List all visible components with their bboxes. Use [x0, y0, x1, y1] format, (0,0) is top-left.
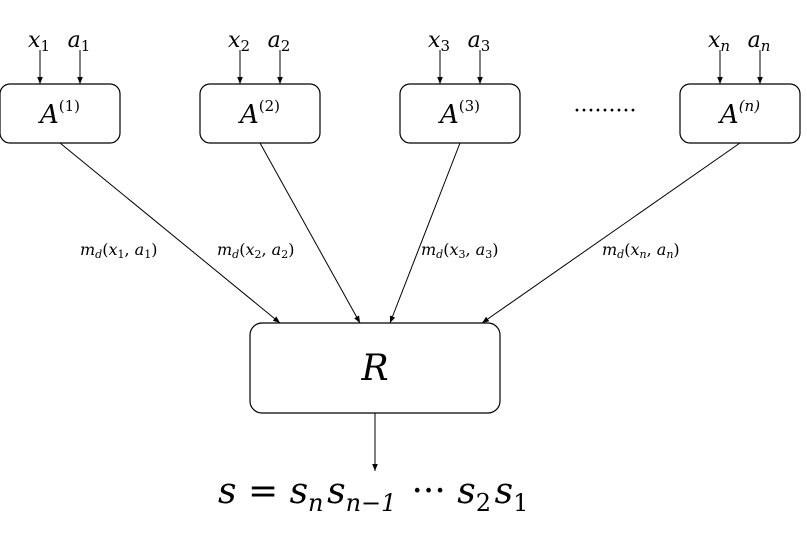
input-a-label: an: [748, 28, 771, 55]
input-x-label: x1: [28, 28, 50, 55]
input-a-label: a2: [268, 28, 291, 55]
message-edge-3: [389, 142, 461, 324]
agent-label: A(n): [718, 97, 760, 130]
agent-label: A(2): [238, 97, 280, 130]
output-formula: s = sn sn−1 ··· s2 s1: [218, 471, 532, 517]
message-edge-2: [259, 142, 361, 324]
message-edges: md(x1, a1) md(x2, a2) md(x3, a3) md(xn, an): [59, 142, 741, 324]
agent-1: x1 a1A(1): [0, 28, 121, 144]
agent-label: A(3): [438, 97, 480, 130]
message-label-4: md(xn, an): [602, 240, 680, 261]
message-edge-1: [59, 142, 281, 324]
input-a-label: a3: [468, 28, 491, 55]
message-label-1: md(x1, a1): [80, 240, 157, 261]
input-x-label: x3: [428, 28, 450, 55]
agent-2: x2 a2A(2): [199, 28, 321, 144]
agent-3: x3 a3A(3): [399, 28, 521, 144]
input-x-label: xn: [708, 28, 730, 55]
input-x-label: x2: [228, 28, 250, 55]
ellipsis: ·········: [574, 99, 637, 124]
message-label-2: md(x2, a2): [217, 240, 294, 261]
agent-label: A(1): [38, 97, 80, 130]
receiver-label: R: [360, 348, 388, 389]
message-edge-4: [481, 142, 741, 324]
input-a-label: a1: [68, 28, 91, 55]
message-label-3: md(x3, a3): [421, 240, 498, 261]
